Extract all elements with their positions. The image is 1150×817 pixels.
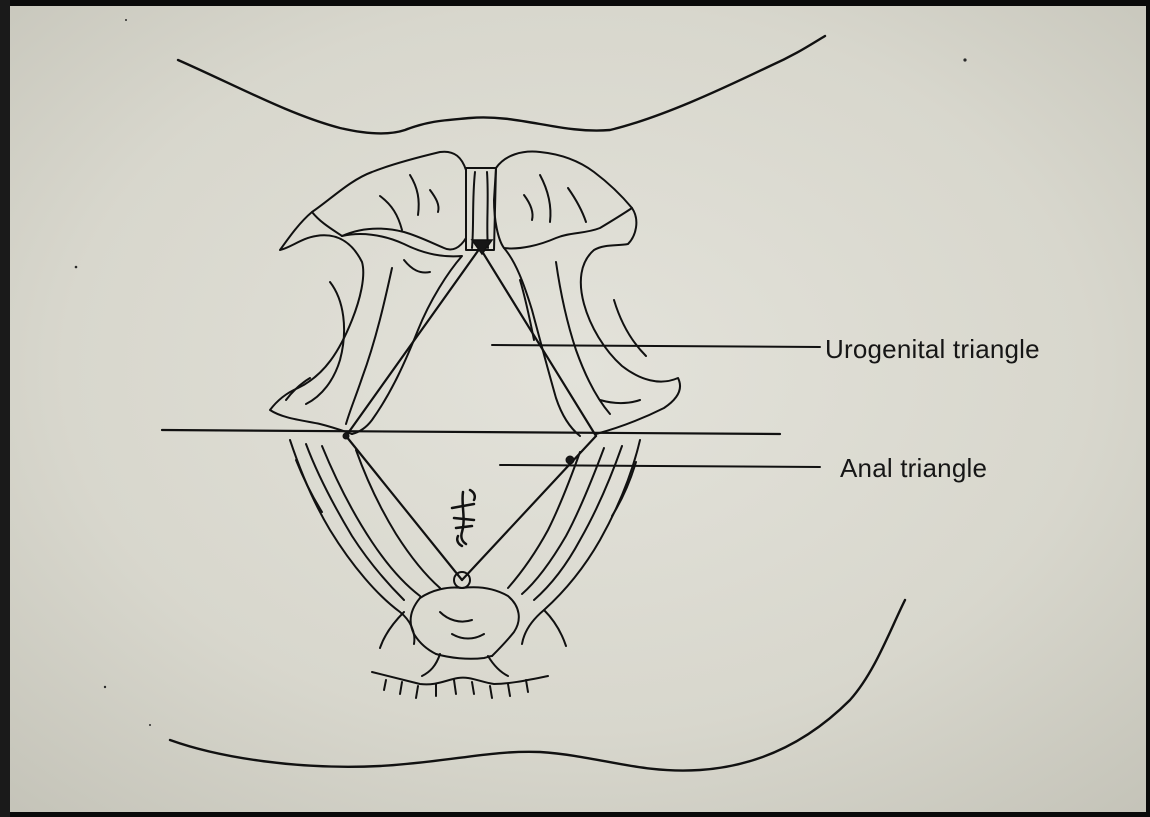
- left-ischial-tuberosity: [343, 433, 349, 439]
- anal-triangle-label: Anal triangle: [840, 453, 987, 483]
- right-ischial-tuberosity: [566, 456, 574, 464]
- photo-left-edge: [0, 0, 10, 817]
- urogenital-triangle-label: Urogenital triangle: [825, 334, 1040, 364]
- paper-background: [8, 6, 1146, 812]
